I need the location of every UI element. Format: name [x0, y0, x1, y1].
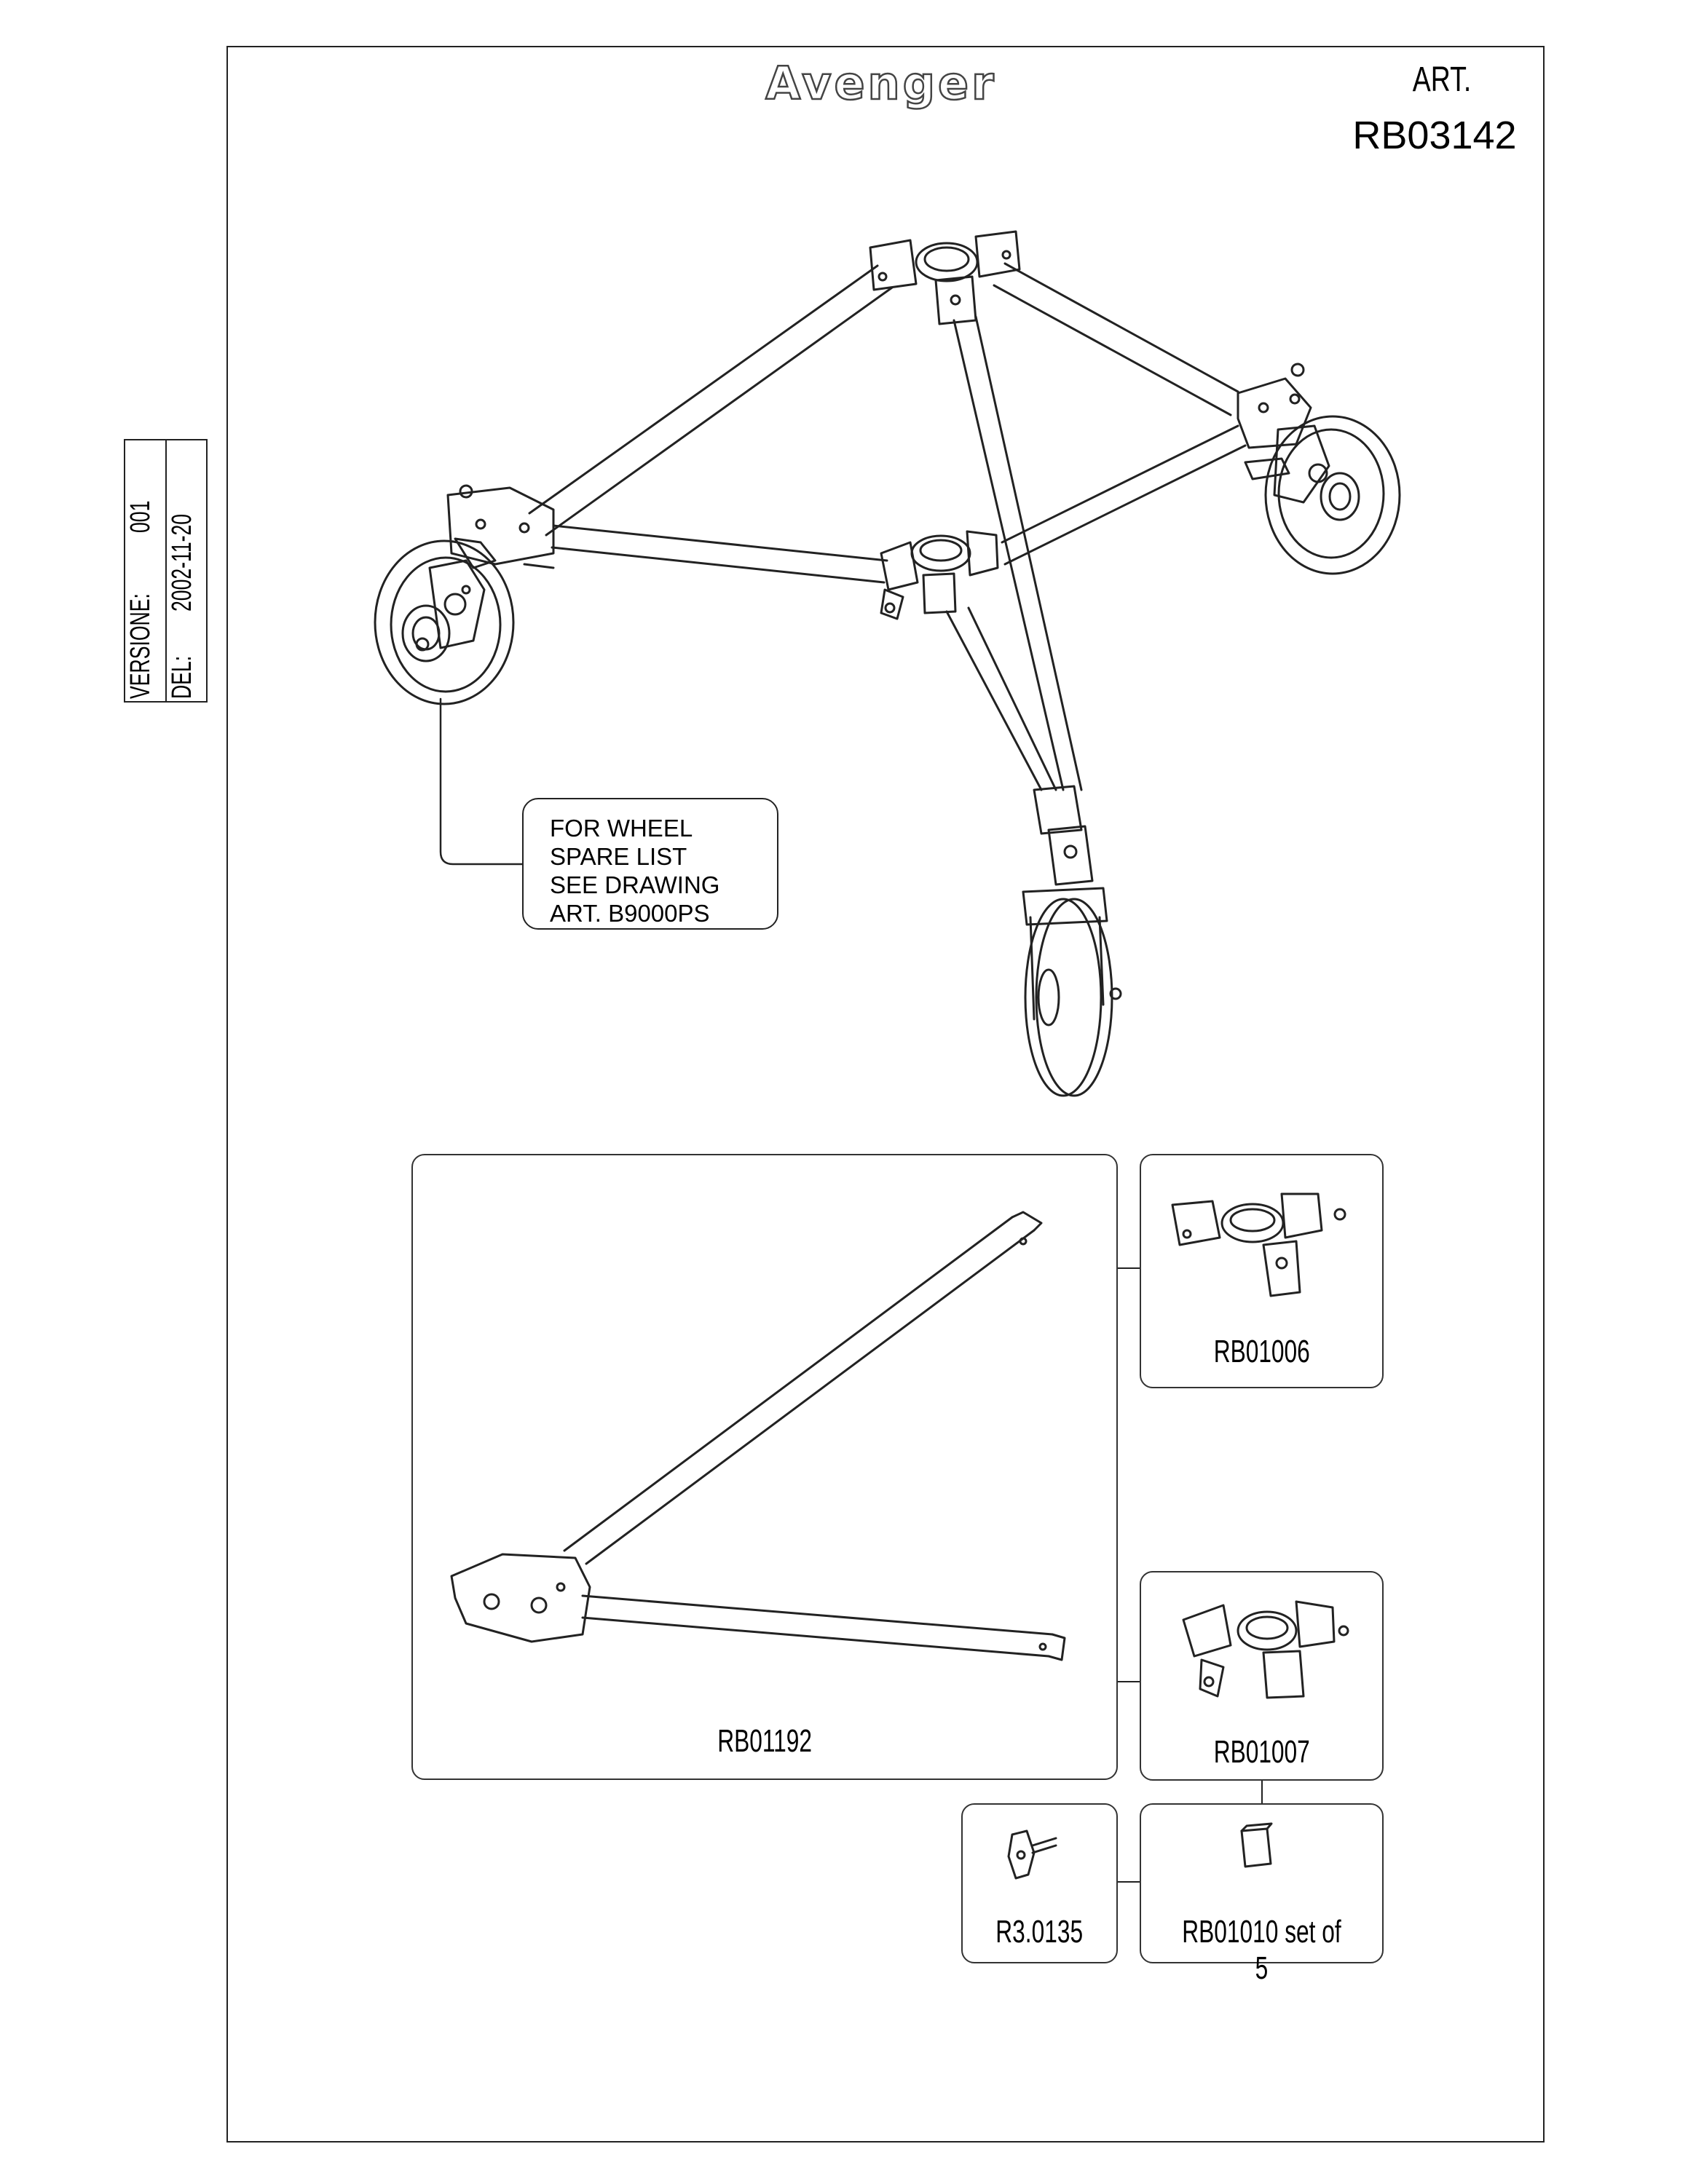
- part-panel-rb01007: RB01007: [1140, 1571, 1384, 1781]
- tube-left-lower: [551, 524, 888, 584]
- callout-line: FOR WHEEL: [550, 815, 693, 842]
- rb01007-hub-drawing: [1182, 1600, 1349, 1699]
- art-code: RB03142: [1352, 114, 1517, 157]
- rb01006-hub-drawing: [1171, 1192, 1346, 1297]
- tube-right-upper: [993, 262, 1239, 416]
- part-panel-rb01010: RB01010 set of 5: [1140, 1803, 1384, 1986]
- part-panel-rb01192: RB01192: [411, 1154, 1118, 1780]
- callout-line: SEE DRAWING: [550, 871, 720, 898]
- callout-line: ART. B9000PS: [550, 900, 710, 927]
- version-box-divider: [165, 440, 167, 701]
- callout-line: SPARE LIST: [550, 843, 687, 870]
- tube-right-lower: [1001, 424, 1247, 566]
- brand-logo: Avenger: [765, 56, 997, 111]
- part-panel-r3-0135: R3.0135: [961, 1803, 1118, 1963]
- tube-left-upper: [528, 264, 894, 537]
- left-wheel: [374, 484, 555, 705]
- part-panel-rb01006: RB01006: [1140, 1154, 1384, 1388]
- art-label: ART.: [1412, 60, 1472, 99]
- r3-0135-knob-drawing: [1007, 1829, 1057, 1880]
- callout-leader: [439, 697, 524, 866]
- part-code-rb01010: RB01010 set of 5: [1182, 1914, 1341, 1986]
- top-hub: [869, 230, 1021, 325]
- panel-connectors: [1117, 1267, 1263, 1883]
- part-code-rb01006: RB01006: [1213, 1334, 1310, 1369]
- part-code-r3-0135: R3.0135: [995, 1914, 1084, 1950]
- rb01192-leg-drawing: [450, 1211, 1066, 1661]
- rb01010-insert-drawing: [1240, 1822, 1273, 1868]
- version-box: [124, 439, 208, 703]
- part-code-rb01007: RB01007: [1213, 1734, 1310, 1770]
- drawing-frame: [226, 46, 1545, 2143]
- front-wheel: [1022, 785, 1122, 1097]
- right-wheel: [1237, 363, 1401, 575]
- front-leg: [945, 315, 1083, 791]
- part-code-rb01192: RB01192: [717, 1723, 812, 1759]
- center-hub: [880, 530, 999, 620]
- wheel-spare-callout: FOR WHEEL SPARE LIST SEE DRAWING ART. B9…: [522, 798, 778, 930]
